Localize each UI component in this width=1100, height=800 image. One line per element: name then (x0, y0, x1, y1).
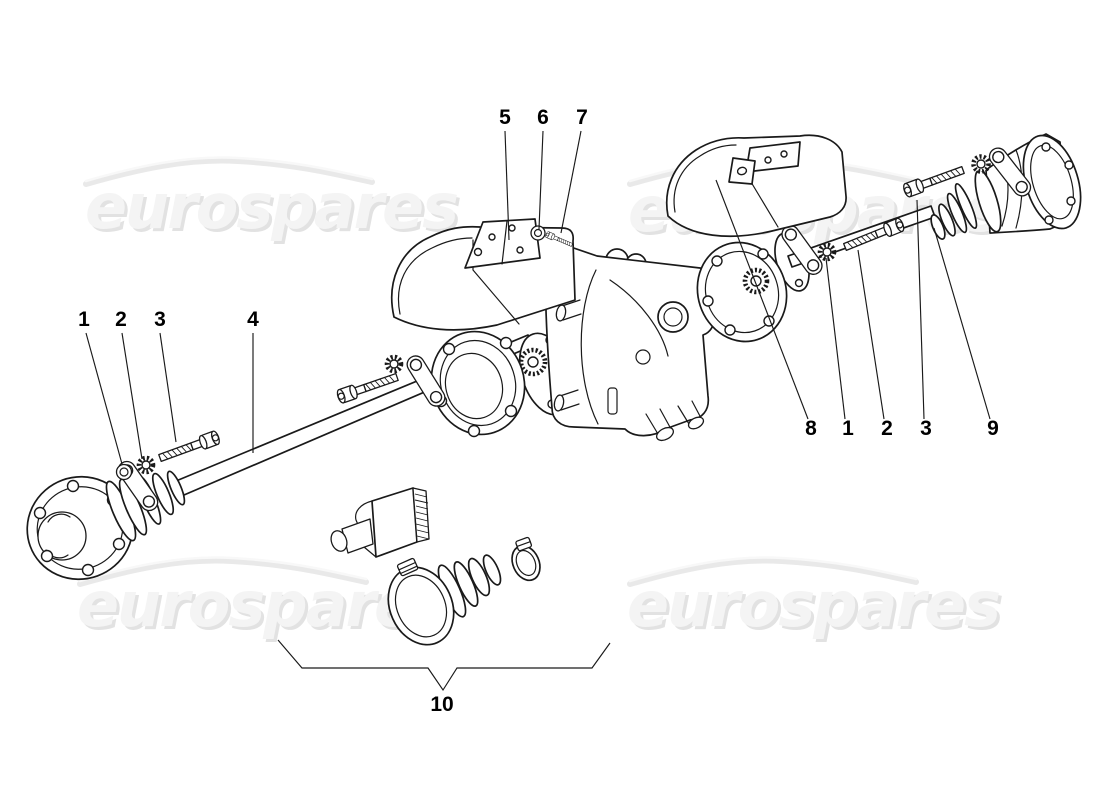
leader-line-left-1 (85, 332, 123, 465)
rubber-boot (387, 536, 541, 646)
heat-shield-plate (745, 141, 801, 173)
callout-3-left: 3 (154, 308, 166, 331)
right-outer-cv-joint (974, 133, 1082, 234)
heat-shield-bracket (464, 218, 541, 269)
callout-2-right: 2 (881, 417, 893, 440)
left-center-lock-washer (384, 354, 404, 374)
boot-clamp-small (511, 536, 541, 582)
watermark-text-shadow: eurospares (630, 571, 1002, 644)
grease-tube-nozzle (341, 518, 374, 554)
leader-line-right-1 (825, 257, 846, 420)
callout-1-left: 1 (78, 308, 90, 331)
callout-labels: 1 2 3 4 5 6 7 8 1 2 3 9 10 (78, 106, 999, 716)
callout-6: 6 (537, 106, 549, 129)
watermark-text: eurospares (627, 568, 999, 641)
callout-5: 5 (499, 106, 511, 129)
watermark-text-shadow: eurospares (88, 173, 460, 246)
leader-line-top-7 (560, 130, 582, 234)
callout-4: 4 (247, 308, 259, 331)
leader-line-right-9 (933, 227, 991, 420)
right-heat-shield (666, 134, 847, 238)
leader-line-left-3 (159, 332, 177, 443)
callout-8: 8 (805, 417, 817, 440)
callout-1-right: 1 (842, 417, 854, 440)
callout-7: 7 (576, 106, 588, 129)
left-lower-lock-washer (136, 455, 156, 475)
callout-2-left: 2 (115, 308, 127, 331)
left-lower-washer (115, 463, 133, 481)
group-bracket-10 (277, 639, 611, 692)
left-outer-cv-flange (26, 475, 134, 581)
watermark-top-left: eurospares eurospares (85, 156, 462, 246)
callout-10: 10 (430, 693, 453, 716)
leader-line-top-5 (504, 130, 510, 241)
leader-line-top-6 (538, 130, 544, 230)
left-outer-cv-boot (105, 470, 186, 542)
leader-line-right-3 (916, 199, 925, 420)
right-cv-boot (930, 182, 978, 240)
callout-leaders (85, 130, 991, 692)
grease-tube (330, 487, 430, 558)
watermark-bottom-right: eurospares eurospares (627, 556, 1004, 644)
right-lower-lock-washer (817, 242, 837, 262)
leader-line-right-8 (715, 179, 809, 420)
differential-housing (544, 242, 716, 442)
watermark-text: eurospares (85, 170, 457, 243)
right-upper-lock-washer (971, 154, 991, 174)
left-inner-cv-joint (430, 330, 526, 438)
leader-line-right-2 (857, 249, 885, 420)
shield-screw (530, 225, 546, 241)
leader-line-left-2 (121, 332, 143, 460)
right-inner-cv-joint (696, 241, 788, 343)
left-lower-bolt (156, 429, 222, 466)
callout-9: 9 (987, 417, 999, 440)
boot-clamp-large (387, 557, 455, 646)
callout-3-right: 3 (920, 417, 932, 440)
